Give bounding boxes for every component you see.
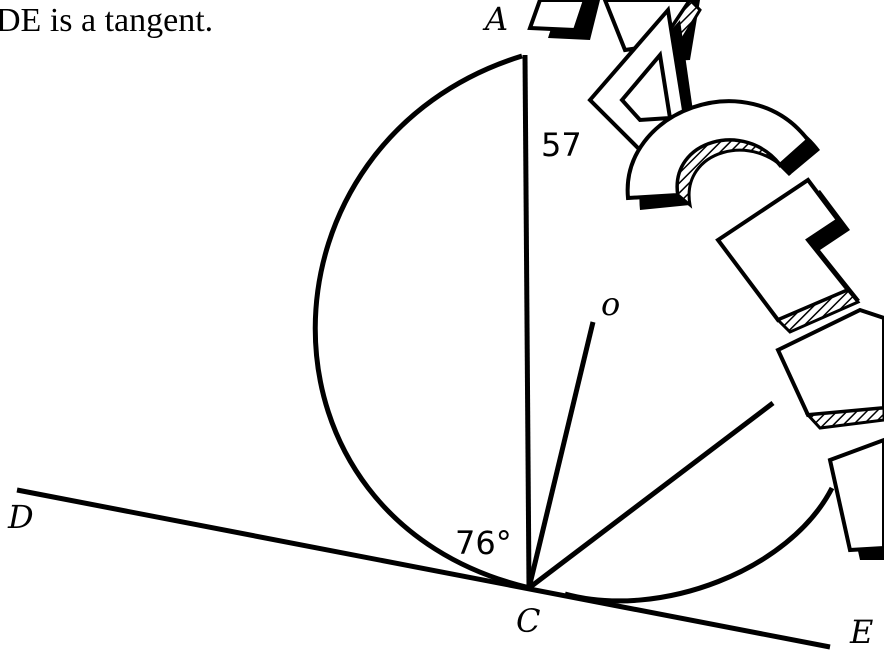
label-point-C: C	[516, 602, 540, 640]
chord-C-right	[527, 401, 775, 590]
chord-AC	[522, 54, 532, 589]
watermark-logo	[527, 0, 884, 560]
circle-arc-left	[312, 53, 531, 591]
label-point-D: D	[7, 498, 34, 536]
label-point-E: E	[849, 613, 873, 651]
radius-OC	[526, 321, 596, 589]
label-point-A: A	[482, 0, 508, 38]
angle-label-C: 76°	[455, 524, 512, 562]
circle-arc-right	[564, 486, 835, 604]
problem-caption: DE is a tangent.	[0, 2, 214, 39]
label-point-O: o	[601, 285, 620, 323]
tangent-DE	[16, 487, 831, 650]
angle-label-A: 57	[541, 126, 582, 164]
